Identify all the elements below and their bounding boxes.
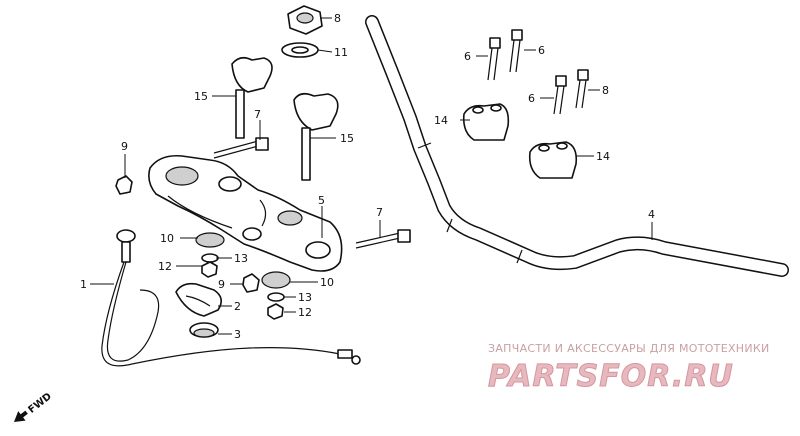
callout-13-washer-lower: 13 [298, 291, 312, 304]
leader-lines [90, 17, 653, 335]
callout-7-bolt-upper: 7 [254, 108, 261, 121]
callout-13-washer-upper: 13 [234, 252, 248, 265]
callout-12-nut-upper: 12 [158, 260, 172, 273]
cushion-upper [195, 232, 225, 248]
callout-3-choke-cap: 3 [234, 328, 241, 341]
lower-holder-right [293, 92, 339, 181]
callout-labels: 8 11 15 7 15 9 5 10 12 13 7 10 9 13 12 2… [80, 12, 655, 341]
watermark-tagline: ЗАПЧАСТИ И АКСЕССУАРЫ ДЛЯ МОТОТЕХНИКИ [488, 342, 770, 355]
callout-14-holder-right: 14 [596, 150, 610, 163]
watermark: ЗАПЧАСТИ И АКСЕССУАРЫ ДЛЯ МОТОТЕХНИКИ PA… [488, 342, 770, 395]
fwd-label: FWD [27, 391, 54, 416]
callout-12-nut-lower: 12 [298, 306, 312, 319]
upper-holder-left [462, 103, 510, 141]
callout-6-bolt-b: 6 [538, 44, 545, 57]
callout-4-handlebar: 4 [648, 208, 655, 221]
bolt-upper [213, 137, 269, 159]
callout-9-nut-upper: 9 [121, 140, 128, 153]
callout-6-bolt-a: 6 [464, 50, 471, 63]
choke-cable [101, 229, 361, 367]
top-bridge [148, 154, 343, 272]
nut-upper [115, 175, 133, 195]
fwd-arrow-icon [14, 410, 28, 422]
callout-15-holder-left: 15 [194, 90, 208, 103]
nut-9-lower [242, 273, 260, 293]
bolt-6-d [575, 69, 589, 109]
top-nut [287, 5, 323, 35]
callout-14-holder-left: 14 [434, 114, 448, 127]
callout-6-bolt-c: 6 [528, 92, 535, 105]
washer-13-upper [201, 253, 219, 263]
callout-15-holder-right: 15 [340, 132, 354, 145]
cushion-lower [261, 271, 291, 289]
washer-13-lower [267, 292, 285, 302]
choke-cap [189, 322, 219, 338]
callout-1-choke-cable: 1 [80, 278, 87, 291]
nut-12-upper [201, 261, 218, 278]
callout-8-bolt-d: 8 [602, 84, 609, 97]
callout-5-top-bridge: 5 [318, 194, 325, 207]
callout-2-choke-holder: 2 [234, 300, 241, 313]
callout-9-nut-lower: 9 [218, 278, 225, 291]
callout-8-nut: 8 [334, 12, 341, 25]
fwd-indicator: FWD [14, 391, 54, 422]
bolt-6-a [487, 37, 501, 81]
choke-holder [175, 282, 222, 317]
callout-10-cushion-upper: 10 [160, 232, 174, 245]
nut-12-lower [267, 303, 284, 320]
callout-11-washer: 11 [334, 46, 348, 59]
bolt-6-b [509, 29, 523, 73]
handlebar [365, 15, 789, 277]
bolt-lower [355, 229, 411, 249]
bolt-6-c [553, 75, 567, 115]
lower-holder-left [231, 56, 273, 139]
watermark-brand: PARTSFOR.RU [488, 359, 734, 394]
callout-7-bolt-lower: 7 [376, 206, 383, 219]
callout-10-cushion-lower: 10 [320, 276, 334, 289]
upper-holder-right [528, 141, 578, 179]
